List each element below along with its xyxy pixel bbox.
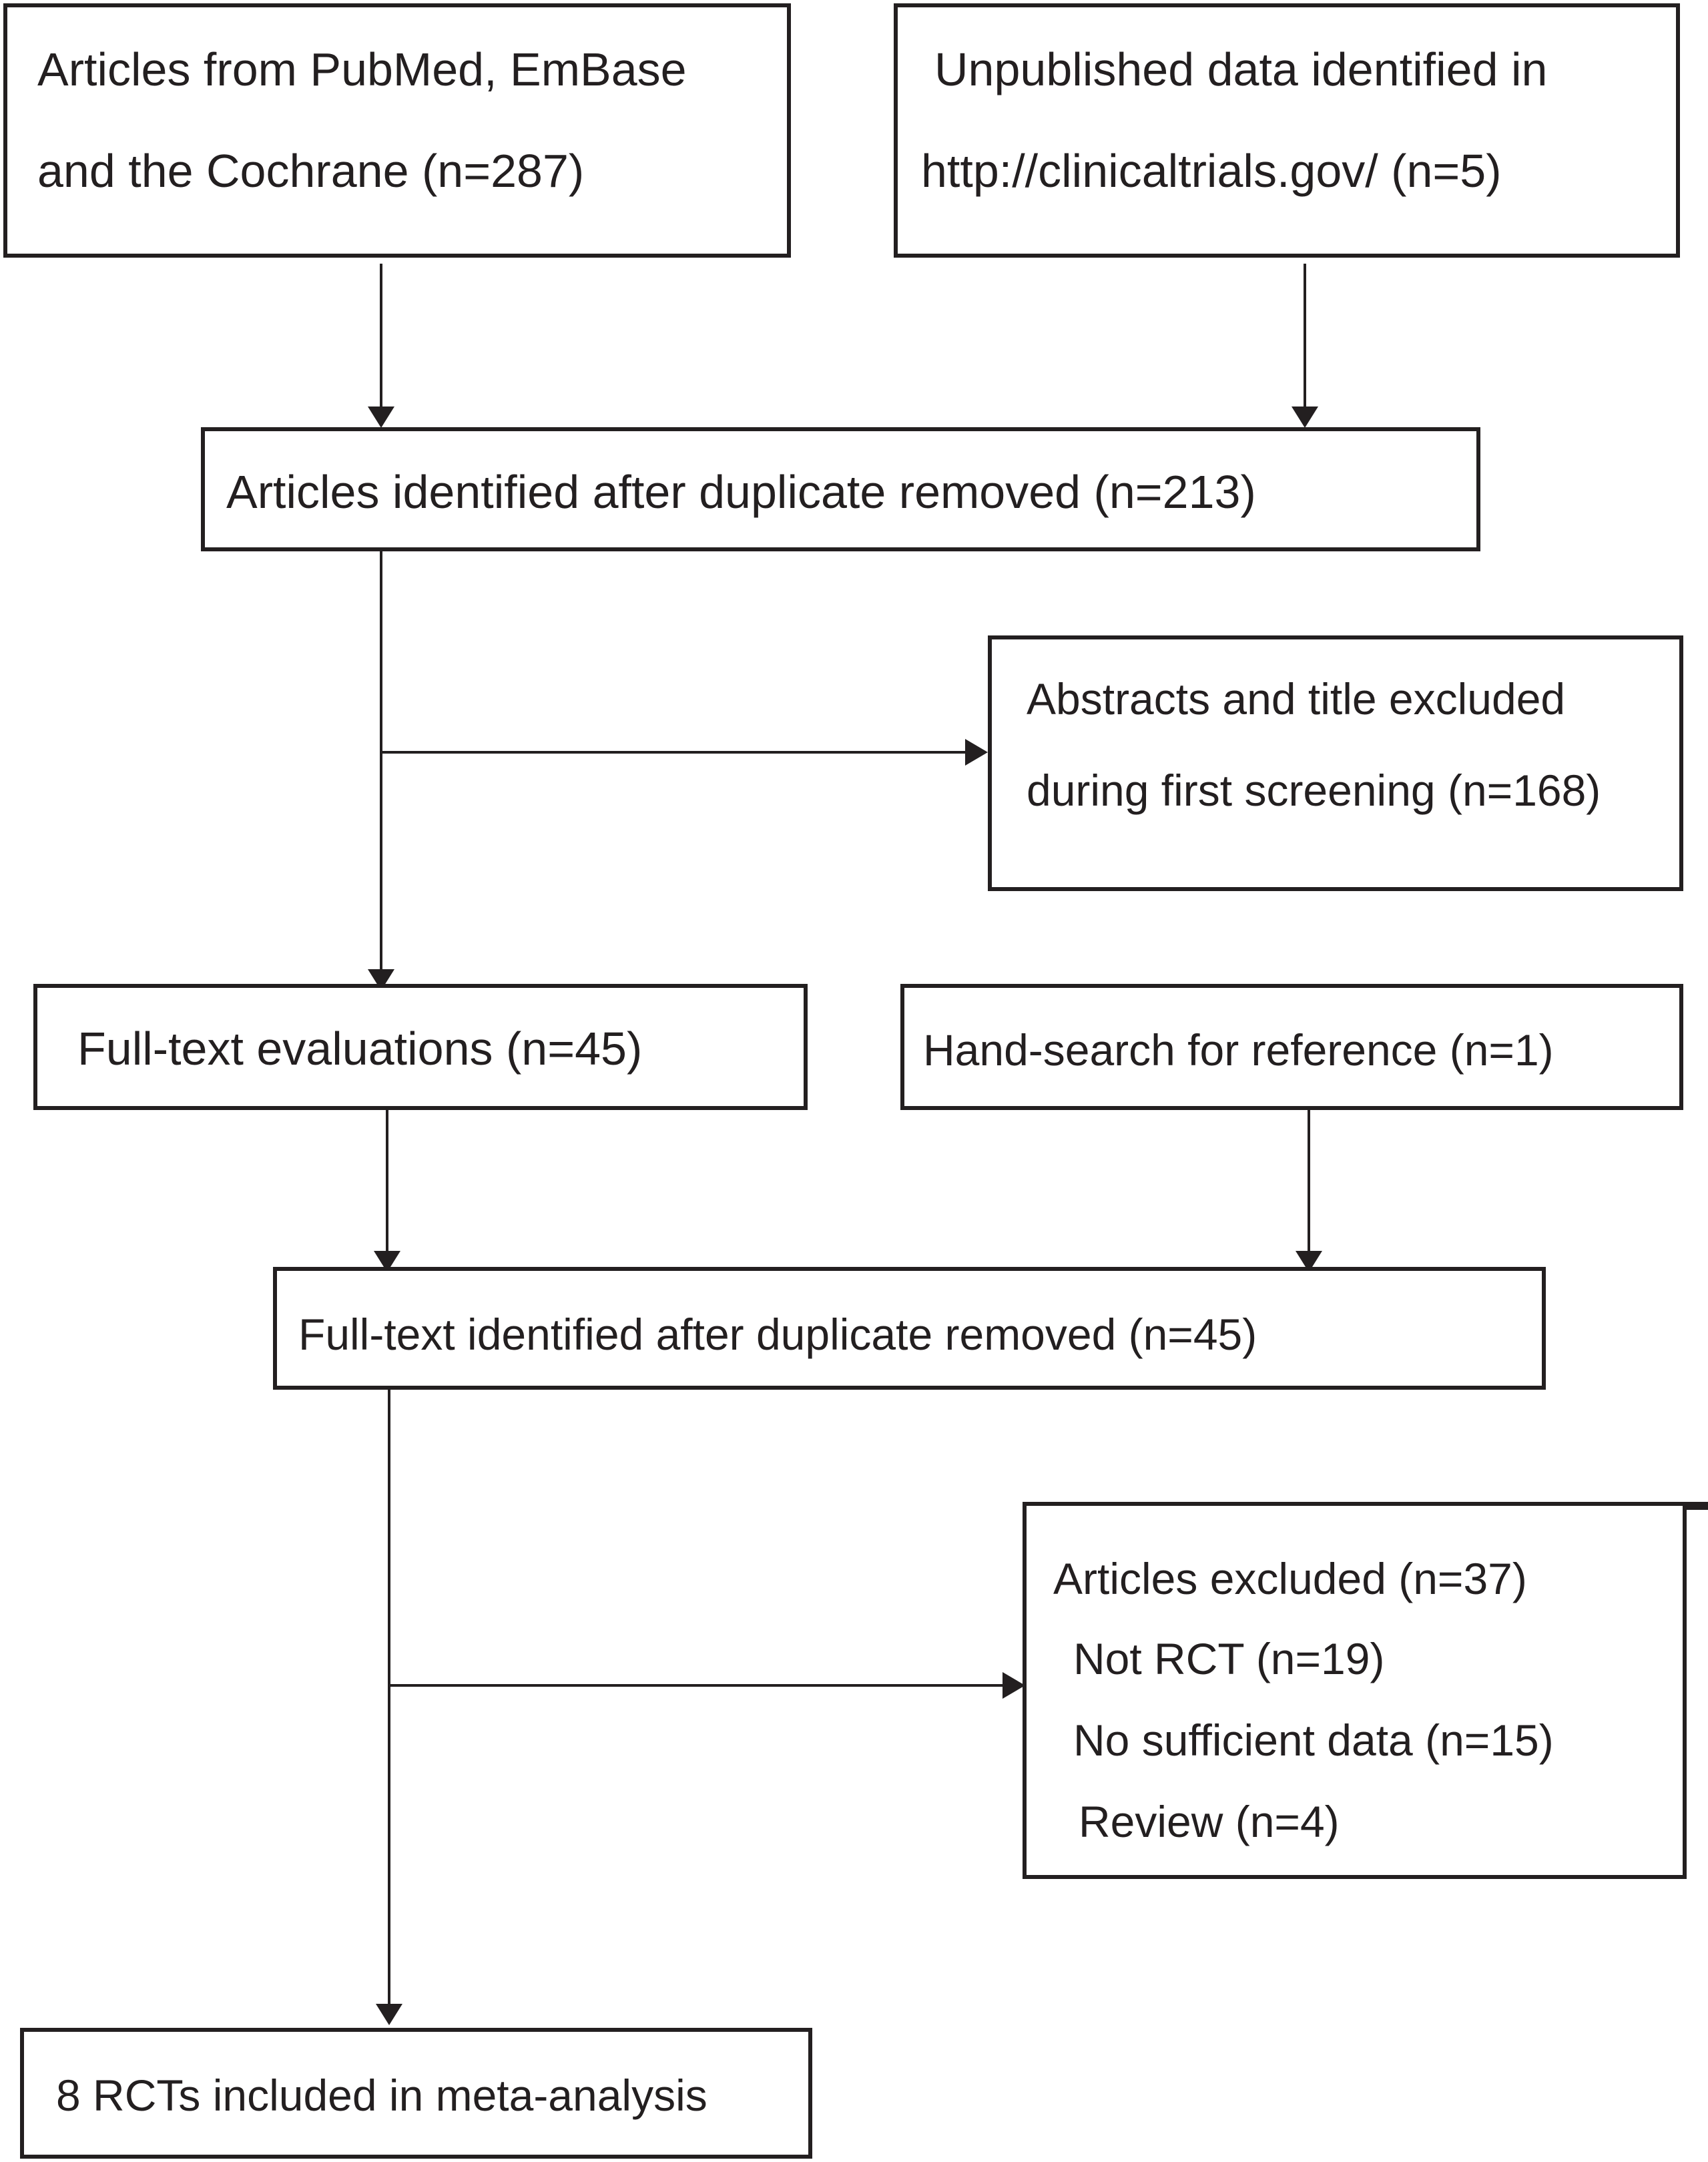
box-articles-excluded-line3: No sufficient data (n=15) — [1073, 1715, 1554, 1765]
box-articles-excluded-line1: Articles excluded (n=37) — [1053, 1554, 1527, 1603]
box-unpublished-line2: http://clinicaltrials.gov/ (n=5) — [921, 145, 1502, 197]
box-unpublished-data: Unpublished data identified in http://cl… — [894, 3, 1680, 258]
arrowhead-pubmed-down — [368, 407, 394, 428]
box-fulltext-identified: Full-text identified after duplicate rem… — [273, 1267, 1546, 1390]
box-articles-excluded-panel: Articles excluded (n=37) Not RCT (n=19) … — [1023, 1502, 1687, 1879]
box-rcts-included: 8 RCTs included in meta-analysis — [20, 2028, 812, 2159]
arrowhead-identified-left-down — [374, 1251, 400, 1272]
box-pubmed-line2: and the Cochrane (n=287) — [37, 145, 585, 197]
arrowhead-fulltext-down — [368, 969, 394, 991]
box-abstracts-excluded: Abstracts and title excluded during firs… — [988, 635, 1683, 891]
box-articles-excluded-line2: Not RCT (n=19) — [1073, 1634, 1385, 1683]
box-hand-search: Hand-search for reference (n=1) — [900, 984, 1683, 1110]
arrowhead-unpublished-down — [1292, 407, 1318, 428]
box-fulltext-evaluations: Full-text evaluations (n=45) — [33, 984, 808, 1110]
arrowhead-excluded-right — [1003, 1672, 1025, 1699]
box-unpublished-line1: Unpublished data identified in — [934, 43, 1548, 95]
box-fulltext-eval-line1: Full-text evaluations (n=45) — [77, 1023, 643, 1075]
box-abstracts-excluded-line1: Abstracts and title excluded — [1027, 674, 1566, 724]
box-included-line1: 8 RCTs included in meta-analysis — [56, 2071, 707, 2120]
box-articles-after-duplicate: Articles identified after duplicate remo… — [201, 427, 1480, 551]
box-handsearch-line1: Hand-search for reference (n=1) — [923, 1025, 1554, 1075]
box-abstracts-excluded-line2: during first screening (n=168) — [1027, 766, 1601, 815]
arrowhead-abstracts-right — [965, 739, 988, 766]
box-after-duplicate-line1: Articles identified after duplicate remo… — [226, 466, 1256, 518]
arrowhead-included-down — [376, 2004, 402, 2025]
box-articles-excluded-line4: Review (n=4) — [1079, 1797, 1340, 1846]
arrowhead-handsearch-down — [1296, 1251, 1322, 1272]
box-fulltext-identified-line1: Full-text identified after duplicate rem… — [298, 1310, 1257, 1359]
box-pubmed-embase-cochrane: Articles from PubMed, EmBase and the Coc… — [3, 3, 791, 258]
box-pubmed-line1: Articles from PubMed, EmBase — [37, 43, 687, 95]
